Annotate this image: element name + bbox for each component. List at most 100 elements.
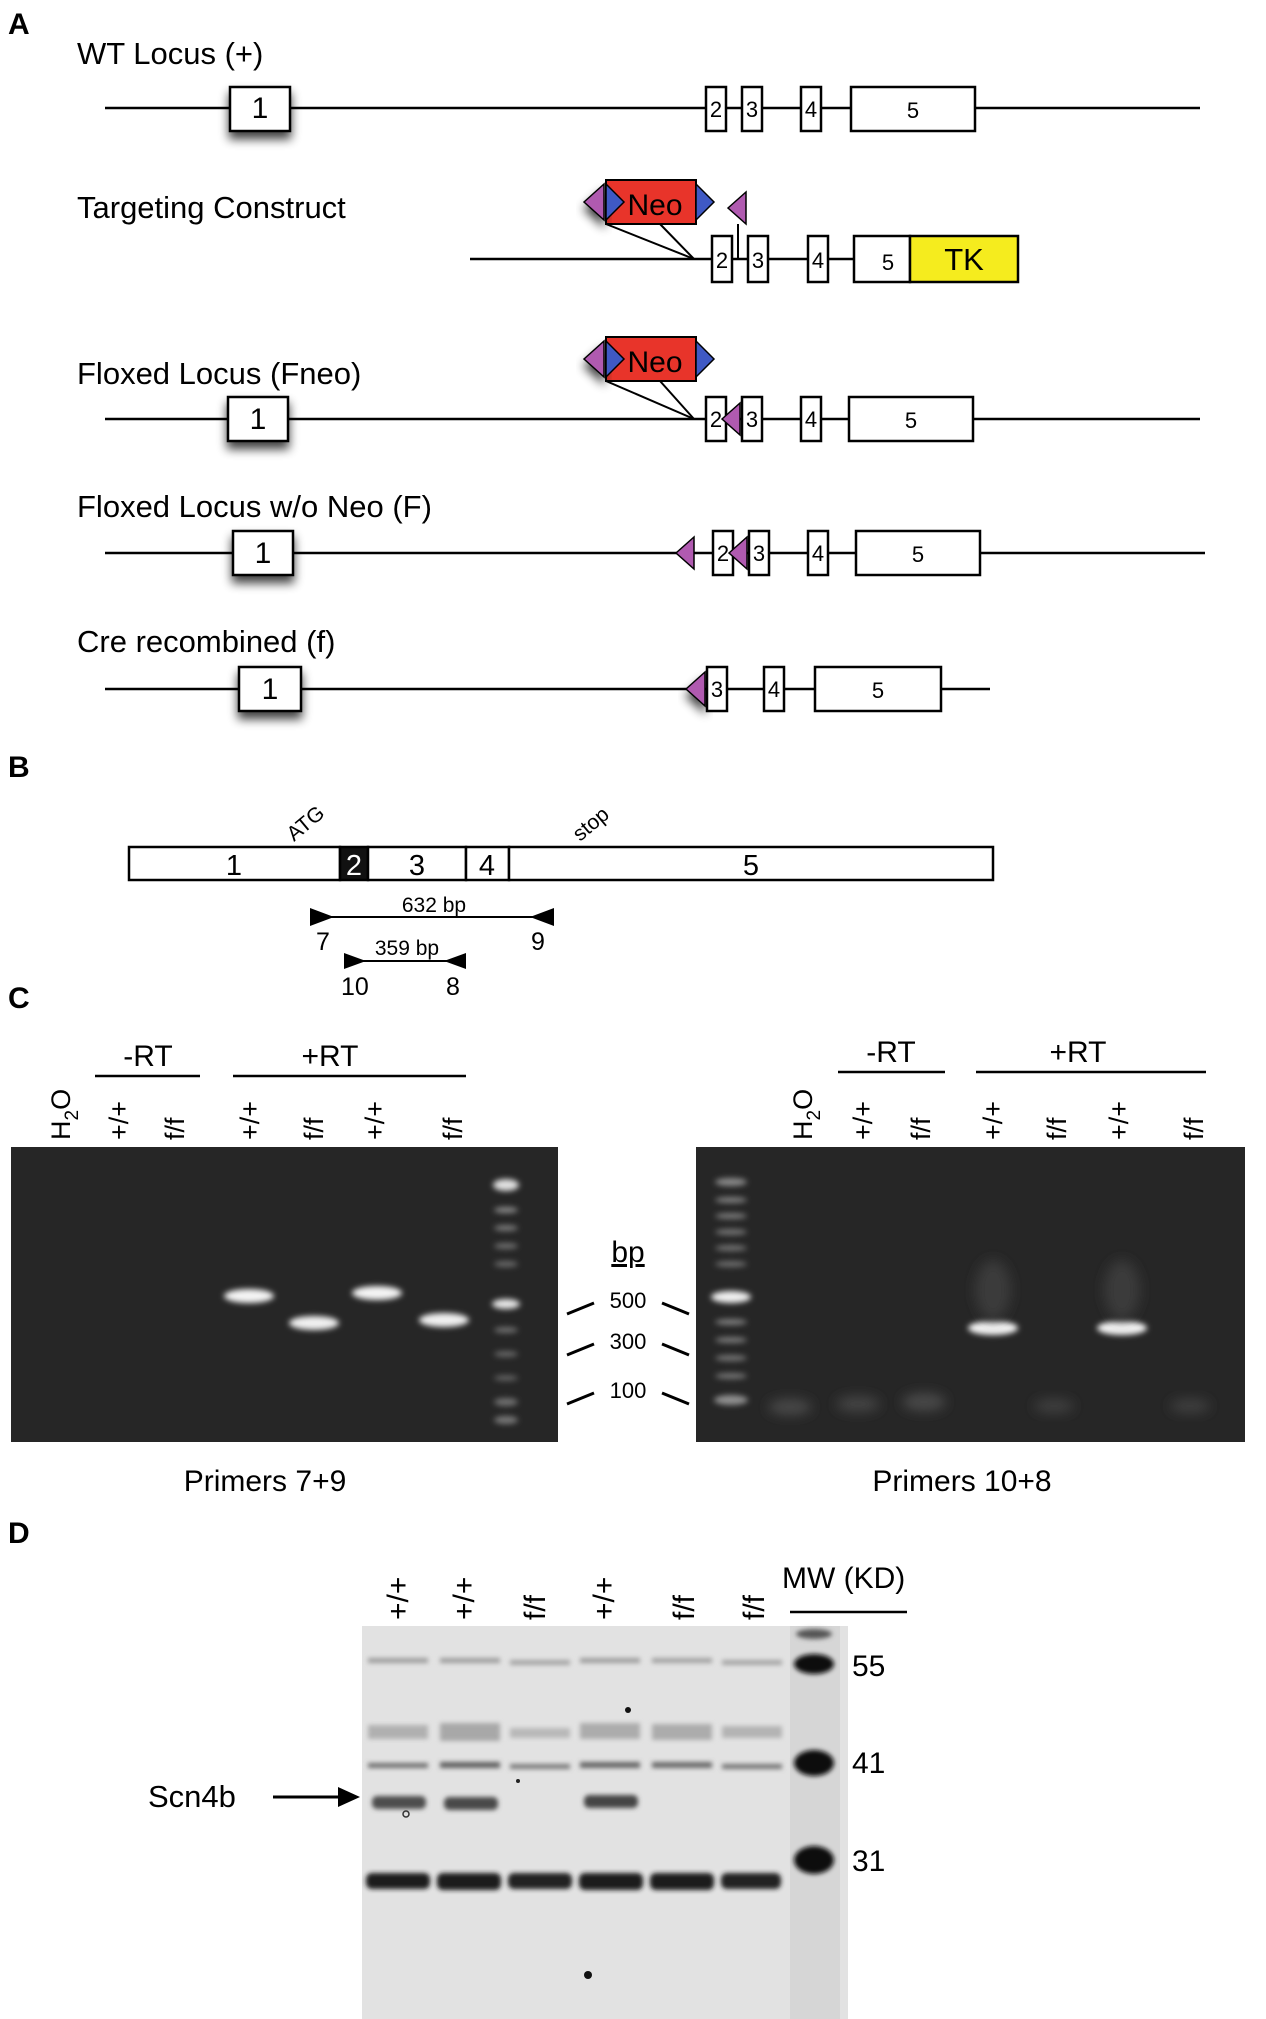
primer-10-label: 10: [341, 973, 369, 1001]
bp-marker-labels: bp 500 300 100: [566, 1236, 690, 1406]
left-h2o-label: H2O: [46, 1089, 83, 1140]
frt-left-targeting: [605, 182, 626, 222]
targeting-exon-2-label: 2: [716, 248, 728, 273]
transcript-exon-5: [507, 845, 995, 882]
bp-unit-label: bp: [611, 1236, 644, 1269]
right-gel-band-lane5: [1097, 1321, 1147, 1335]
mw-ladder-top-band: [796, 1629, 832, 1639]
f-exon-1: [231, 529, 295, 577]
marker-100-label: 100: [610, 1378, 647, 1403]
fneo-exon-3-label: 3: [746, 407, 758, 432]
cre-recombined-row: Cre recombined (f) 1 3 4 5: [77, 624, 990, 713]
mw-ladder-41-band: [794, 1750, 834, 1776]
targeting-exon-5-label: 5: [882, 250, 894, 275]
right-gel-primer-dimer-3: [902, 1393, 946, 1411]
transcript-exon-2-label: 2: [346, 850, 362, 882]
mw-value-31: 31: [852, 1845, 885, 1878]
right-gel-primer-dimer-5: [1170, 1399, 1210, 1413]
amplicon-359-label: 359 bp: [375, 937, 439, 960]
blot-lane-label-3: f/f: [519, 1594, 552, 1620]
fneo-exon-4: [799, 395, 823, 443]
loxp-intron-targeting: [726, 190, 747, 226]
right-lane-label-5: +/+: [1104, 1101, 1134, 1140]
transcript-exon-3: [366, 845, 468, 882]
blot-speck-1: [625, 1707, 631, 1713]
amplicon-632-label: 632 bp: [402, 894, 466, 917]
cre-exon-1-label: 1: [262, 673, 279, 706]
wt-exon-1-label: 1: [252, 92, 269, 125]
blot-lane-labels: +/+ +/+ f/f +/+ f/f f/f MW (KD): [382, 1562, 907, 1620]
primer-9-label: 9: [531, 928, 545, 956]
marker-500-label: 500: [610, 1288, 647, 1313]
right-gel-primer-dimer-1: [768, 1399, 812, 1415]
mw-ladder-lane: [790, 1626, 840, 2019]
targeting-exon-4-label: 4: [812, 248, 824, 273]
floxed-fneo-row: Floxed Locus (Fneo) 1 Neo 2 3 4 5: [77, 336, 1200, 443]
left-gel-band-lane5: [352, 1286, 402, 1300]
mw-label: MW (KD): [782, 1562, 905, 1595]
blot-31-band-lane3: [508, 1873, 572, 1889]
right-gel-smear-lane3: [975, 1260, 1011, 1320]
floxed-f-row: Floxed Locus w/o Neo (F) 1 2 3 4 5: [77, 489, 1205, 577]
loxp-left-f: [674, 535, 695, 571]
panel-b: B ATG stop 1 2 3 4 5 632 bp 7 9 359 bp 1…: [8, 751, 995, 1001]
cre-exon-4-label: 4: [768, 677, 780, 702]
left-gel-band-lane4: [289, 1316, 339, 1330]
blot-speck-3: [584, 1971, 592, 1979]
right-gel-caption: Primers 10+8: [872, 1465, 1051, 1498]
targeting-construct-row: Targeting Construct Neo 2 3 4 5 TK: [77, 179, 1020, 284]
f-exon-3-label: 3: [753, 541, 765, 566]
scn4b-band-lane1: [372, 1796, 426, 1809]
left-lane-label-1: +/+: [104, 1101, 134, 1140]
marker-100-tick-left: [566, 1391, 595, 1406]
f-exon-2-label: 2: [717, 541, 729, 566]
fneo-exon-2-label: 2: [710, 407, 722, 432]
blot-background: [362, 1626, 848, 2019]
transcript-exon-1: [127, 845, 342, 882]
left-lane-label-6: f/f: [438, 1117, 468, 1140]
right-lane-label-1: +/+: [848, 1101, 878, 1140]
row-title-f: Floxed Locus w/o Neo (F): [77, 489, 432, 524]
marker-100-tick-right: [661, 1391, 690, 1406]
right-gel-background: [696, 1147, 1245, 1442]
wt-exon-2-label: 2: [710, 97, 722, 122]
transcript-exon-5-label: 5: [743, 850, 759, 882]
f-exon-5-label: 5: [912, 542, 924, 567]
mw-ladder-55-band: [794, 1654, 834, 1674]
blot-31-band-lane2: [437, 1873, 501, 1890]
right-plus-rt-label: +RT: [1050, 1036, 1107, 1069]
fneo-exon-5: [847, 395, 975, 443]
right-gel-band-lane3: [968, 1321, 1018, 1335]
svg-text:H2O: H2O: [46, 1089, 83, 1140]
transcript-exon-3-label: 3: [409, 850, 425, 882]
left-minus-rt-label: -RT: [123, 1040, 172, 1073]
wt-exon-5: [849, 85, 977, 133]
primer-8-arrow: [444, 953, 466, 969]
right-gel-header: -RT +RT H2O +/+ f/f +/+ f/f +/+ f/f: [788, 1036, 1209, 1140]
loxp-intron-fneo: [720, 401, 741, 437]
targeting-exon-4: [806, 234, 830, 284]
neo-connector-1-targeting: [605, 223, 695, 260]
loxp-cre: [684, 670, 706, 708]
right-gel-smear-lane5: [1104, 1260, 1140, 1320]
right-gel-ladder: [711, 1178, 751, 1405]
wt-locus-row: WT Locus (+) 1 2 3 4 5: [77, 36, 1200, 133]
neo-label-fneo: Neo: [627, 346, 682, 379]
blot-speck-4: [402, 1810, 410, 1818]
left-gel-caption: Primers 7+9: [184, 1465, 347, 1498]
left-lane-label-2: f/f: [160, 1117, 190, 1140]
targeting-exon-3: [746, 234, 770, 284]
blot-lane-label-6: f/f: [738, 1594, 771, 1620]
primer-7-label: 7: [316, 928, 330, 956]
cre-exon-3: [705, 665, 729, 713]
left-gel-header: -RT +RT H2O +/+ f/f +/+ f/f +/+ f/f: [46, 1040, 468, 1140]
panel-c: C -RT +RT H2O +/+ f/f +/+ f/f +/+ f/f: [8, 982, 1245, 1498]
blot-31-band-lane6: [721, 1873, 781, 1889]
row-title-cre: Cre recombined (f): [77, 624, 335, 659]
neo-connector-2-fneo: [659, 380, 695, 420]
scn4b-band-lane4: [584, 1795, 638, 1808]
primer-8-label: 8: [446, 973, 460, 1001]
neo-label-targeting: Neo: [627, 189, 682, 222]
transcript-exon-1-label: 1: [226, 850, 242, 882]
